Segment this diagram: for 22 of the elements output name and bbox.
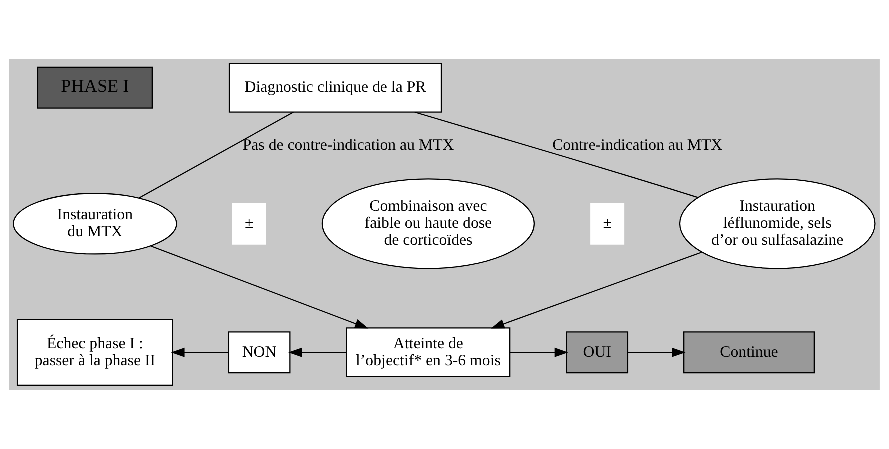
node-box: Continue [684, 332, 815, 374]
node-box: ± [232, 202, 266, 245]
arrow [171, 348, 229, 358]
arrow [288, 348, 346, 358]
arrow [510, 348, 568, 358]
node-box: Atteinte de l’objectif* en 3-6 mois [346, 328, 511, 378]
edge-label: Pas de contre-indication au MTX [242, 136, 454, 154]
node-box: OUI [566, 332, 629, 374]
node-ellipse: Instauration léflunomide, sels d’or ou sulfasalazine [679, 178, 876, 270]
node-ellipse: Combinaison avec faible ou haute dose de corticoïdes [322, 178, 536, 270]
node-box: ± [590, 202, 625, 245]
connector [414, 112, 698, 198]
node-box: PHASE I [37, 66, 153, 109]
arrow [628, 348, 686, 358]
node-box: NON [228, 332, 291, 374]
node-box: Échec phase I : passer à la phase II [16, 319, 174, 386]
connector [139, 112, 294, 199]
node-box: Diagnostic clinique de la PR [228, 62, 442, 113]
arrow [150, 246, 369, 329]
arrow [491, 252, 702, 329]
node-ellipse: Instauration du MTX [13, 193, 178, 255]
edge-label: Contre-indication au MTX [552, 136, 723, 154]
